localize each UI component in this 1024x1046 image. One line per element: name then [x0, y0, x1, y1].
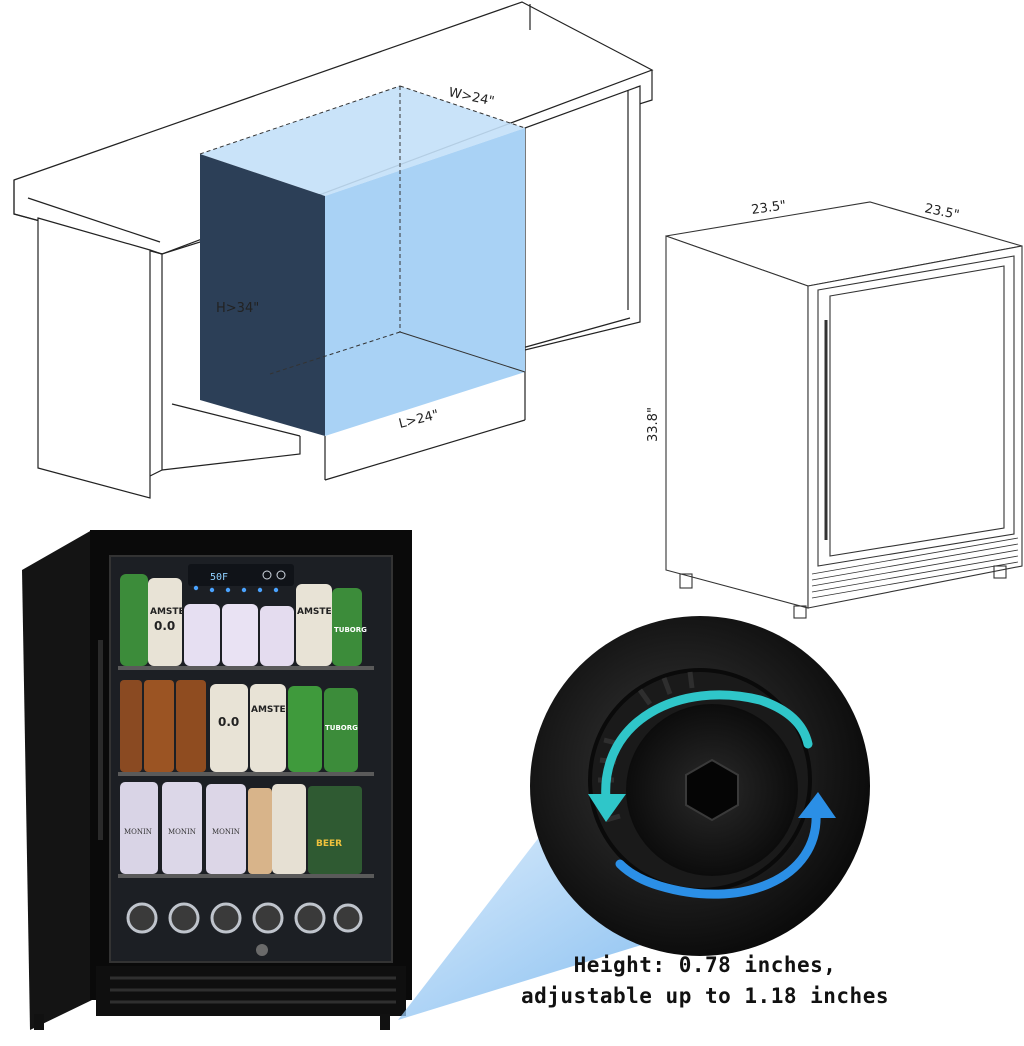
bottom-bottle-rack — [126, 902, 363, 934]
appliance-height-label: 33.8" — [646, 407, 661, 442]
caption-line-1: Height: 0.78 inches, — [573, 953, 837, 977]
control-panel — [188, 564, 294, 586]
appliance-side — [665, 235, 809, 609]
shelf-2: 0.0 AMSTEL TUBORG — [118, 680, 374, 776]
fridge-side — [22, 530, 92, 1030]
svg-text:0.0: 0.0 — [154, 619, 175, 633]
opening-height-label: H>34" — [216, 301, 259, 316]
svg-text:MONIN: MONIN — [212, 828, 240, 836]
hex-socket — [685, 758, 739, 822]
beverage-fridge: 50F AMSTEL 0.0 AMSTEL TUBORG — [22, 530, 412, 1030]
rotate-arrow-top-icon — [601, 690, 813, 805]
opening-back-wall — [200, 86, 525, 196]
temperature-display: 50F — [210, 572, 228, 583]
appliance-door — [817, 255, 1015, 567]
svg-text:TUBORG: TUBORG — [325, 724, 358, 732]
door-handle — [98, 640, 103, 840]
left-cabinet — [37, 217, 151, 499]
appliance-width-label: 23.5" — [750, 198, 787, 218]
leveling-foot — [588, 668, 812, 892]
svg-text:AMSTEL: AMSTEL — [251, 705, 292, 715]
appliance-depth-label: 23.5" — [923, 201, 960, 223]
led-lights — [193, 585, 279, 593]
svg-text:MONIN: MONIN — [168, 828, 196, 836]
right-cabinet — [524, 85, 641, 351]
appliance-front — [807, 245, 1023, 609]
zoom-beam — [398, 836, 690, 1020]
svg-text:TUBORG: TUBORG — [334, 626, 367, 634]
opening-length-label: L>24" — [397, 407, 440, 431]
appliance-vent — [811, 537, 1019, 599]
door-lock — [256, 944, 268, 956]
rotate-arrow-bottom-icon — [615, 807, 821, 899]
leveling-foot-zoom — [530, 616, 870, 956]
svg-text:MONIN: MONIN — [124, 828, 152, 836]
svg-text:AMSTEL: AMSTEL — [297, 607, 338, 617]
caption-line-2: adjustable up to 1.18 inches — [520, 984, 889, 1008]
svg-text:AMSTEL: AMSTEL — [150, 607, 191, 617]
leveling-foot-caption: Height: 0.78 inches, adjustable up to 1.… — [470, 950, 940, 1012]
opening-right-wall — [325, 128, 525, 436]
opening-left-wall — [200, 154, 325, 436]
svg-text:BEER: BEER — [316, 839, 342, 849]
cabinet-opening — [199, 85, 526, 436]
svg-text:0.0: 0.0 — [218, 715, 239, 729]
appliance-line-drawing — [665, 201, 1023, 619]
shelf-3: MONIN MONIN MONIN BEER — [118, 782, 374, 878]
shelf-1: AMSTEL 0.0 AMSTEL TUBORG — [118, 574, 374, 670]
